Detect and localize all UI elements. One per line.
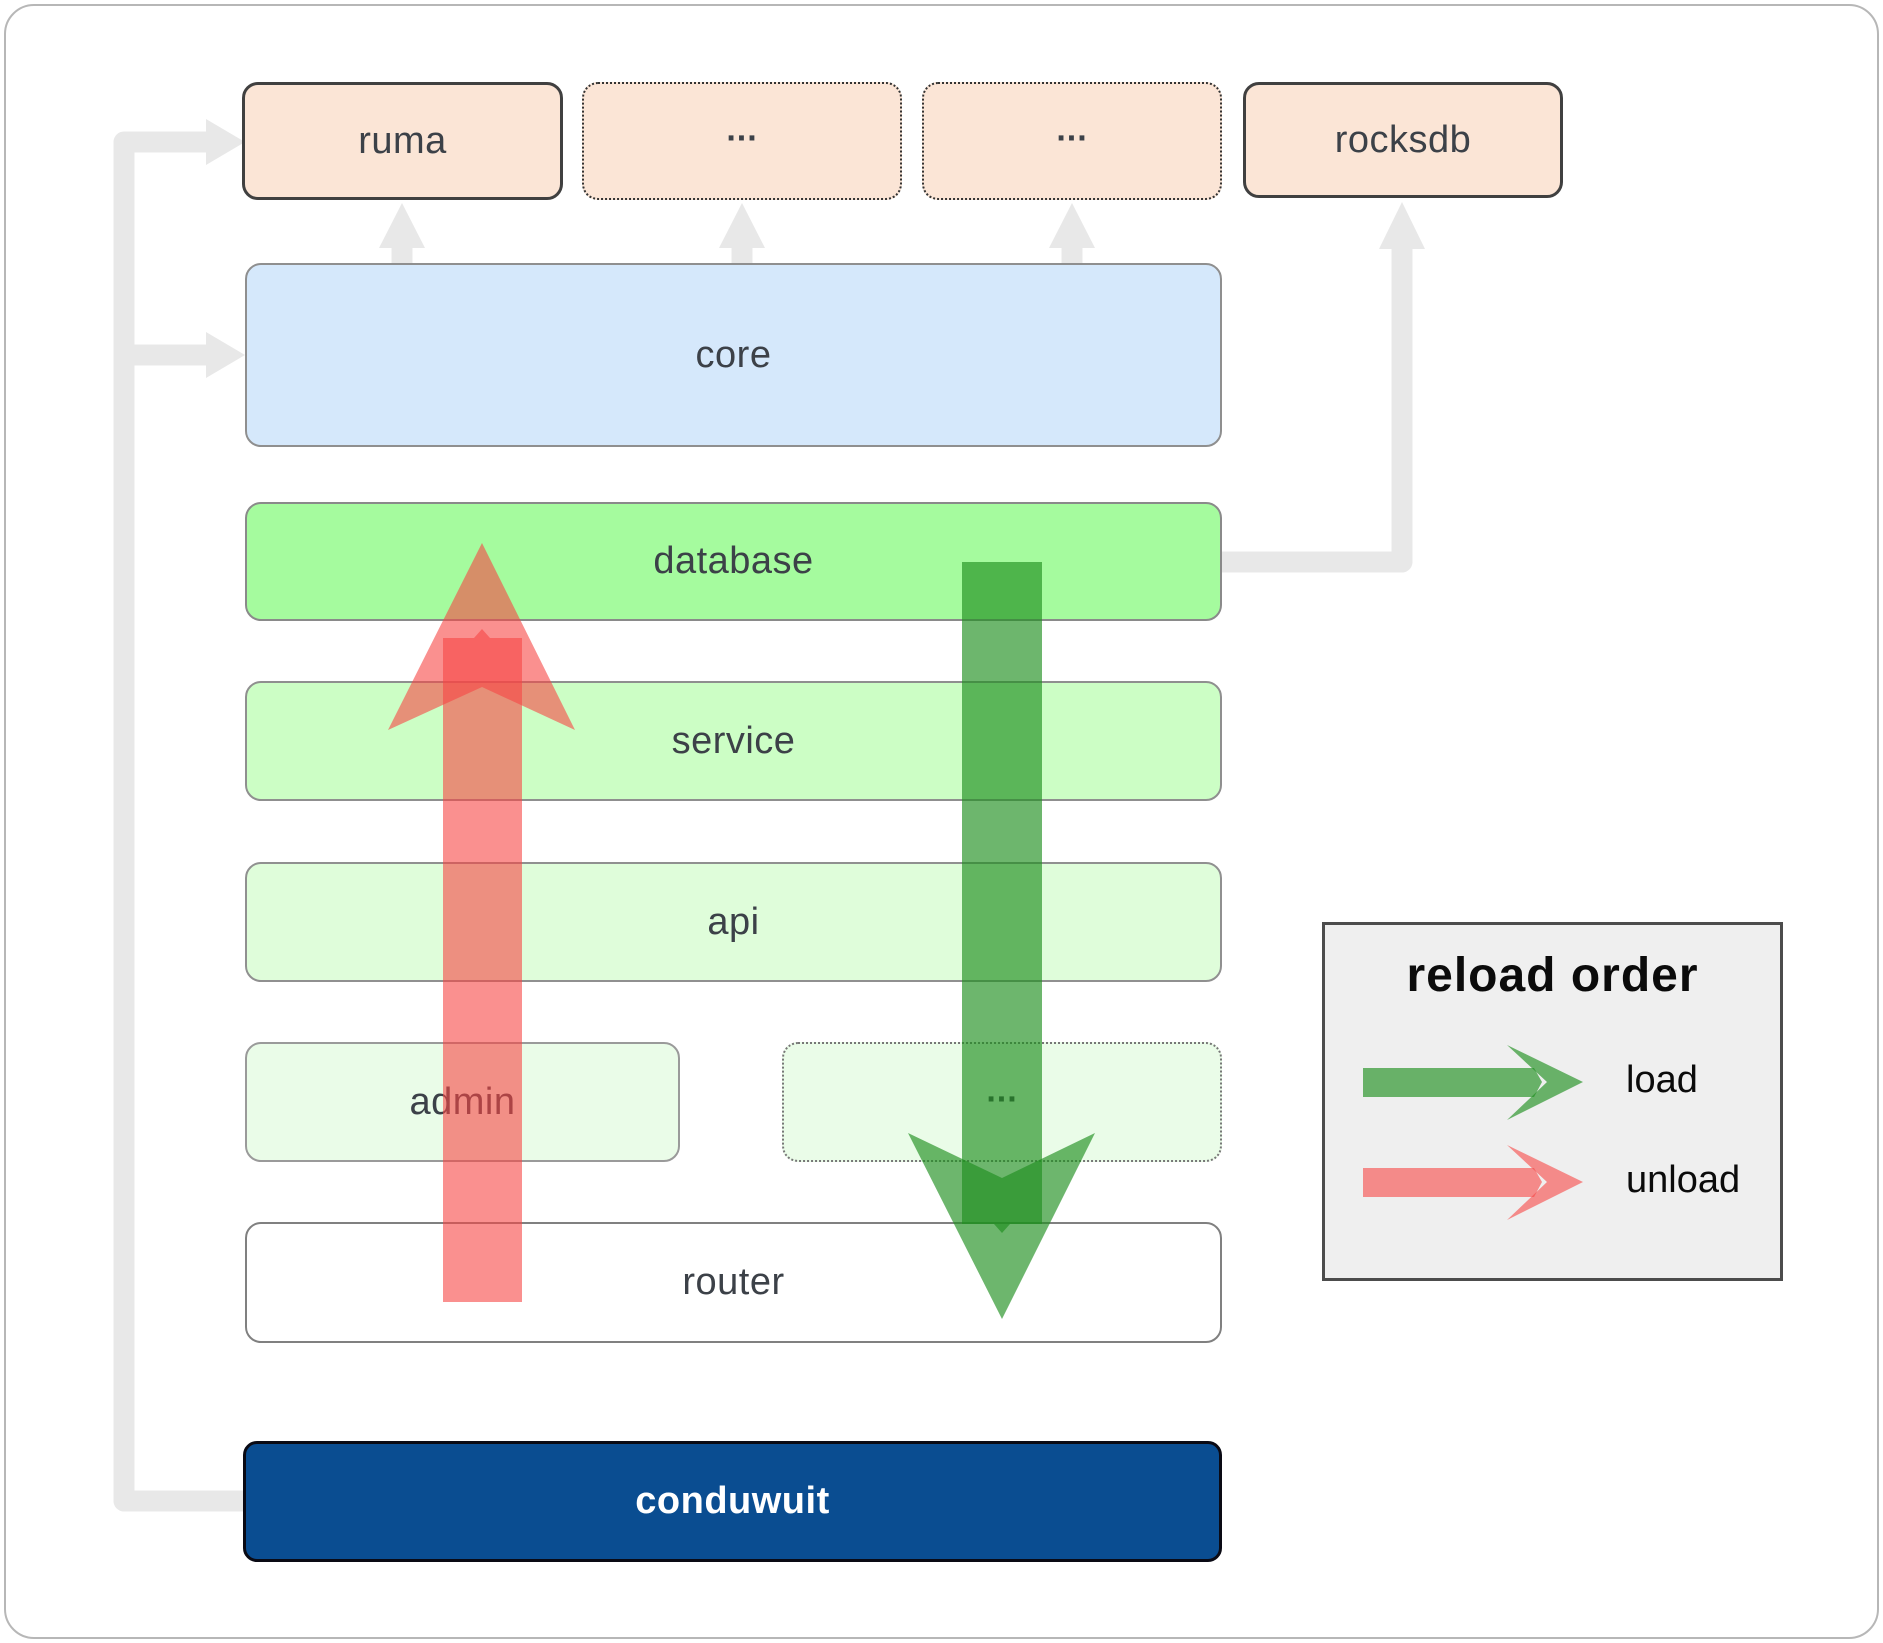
box-api-label: api <box>707 900 760 943</box>
box-ruma-label: ruma <box>358 119 447 162</box>
box-top-ellipsis-1-label: ... <box>726 109 758 148</box>
unload-arrow-head <box>388 543 575 730</box>
box-router-label: router <box>682 1261 785 1303</box>
connector-arrowheads <box>206 119 1425 378</box>
box-service-label: service <box>671 719 796 762</box>
loop-conduwuit-to-ruma-line <box>113 131 245 1512</box>
box-ruma: ruma <box>242 82 563 200</box>
database-to-rocksdb-line <box>1222 249 1413 573</box>
arrowhead-core-ellipsis2-icon <box>1049 203 1095 248</box>
unload-arrow-up-icon <box>388 543 575 1302</box>
load-arrow-down-icon <box>908 562 1095 1319</box>
box-router: router <box>245 1222 1222 1343</box>
box-rocksdb-label: rocksdb <box>1334 118 1472 161</box>
legend-load-arrow-head <box>1507 1045 1583 1120</box>
box-database: database <box>245 502 1222 621</box>
load-arrow-shaft <box>962 562 1042 1233</box>
legend-title: reload order <box>1406 949 1699 1002</box>
box-core-label: core <box>695 333 772 376</box>
legend-unload-arrow-shaft <box>1363 1168 1542 1197</box>
box-core: core <box>245 263 1222 447</box>
box-rocksdb: rocksdb <box>1243 82 1563 198</box>
box-conduwuit: conduwuit <box>243 1441 1222 1562</box>
legend-unload-arrow-head <box>1507 1145 1583 1220</box>
arrowhead-into-core-icon <box>206 332 245 378</box>
box-top-ellipsis-2-label: ... <box>1056 109 1088 148</box>
arrowhead-into-rocksdb-icon <box>1379 202 1425 249</box>
arrowhead-core-ellipsis1-icon <box>719 203 765 248</box>
arrowhead-into-ruma-icon <box>206 119 245 165</box>
legend-unload-arrow-icon <box>1363 1145 1583 1220</box>
box-top-ellipsis-2: ... <box>922 82 1222 200</box>
connector-paths <box>113 131 1413 1512</box>
arrowhead-core-ruma-icon <box>379 203 425 248</box>
load-arrow-head <box>908 1133 1095 1319</box>
legend-box <box>1322 922 1783 1281</box>
legend-load-arrow-shaft <box>1363 1068 1542 1097</box>
box-conduwuit-label: conduwuit <box>635 1480 830 1522</box>
box-database-label: database <box>653 540 814 582</box>
legend-label-unload: unload <box>1626 1159 1741 1201</box>
unload-arrow-shaft <box>443 629 522 1302</box>
legend-label-load: load <box>1626 1059 1698 1101</box>
box-api: api <box>245 862 1222 982</box>
legend-load-arrow-icon <box>1363 1045 1583 1120</box>
box-top-ellipsis-1: ... <box>582 82 902 200</box>
